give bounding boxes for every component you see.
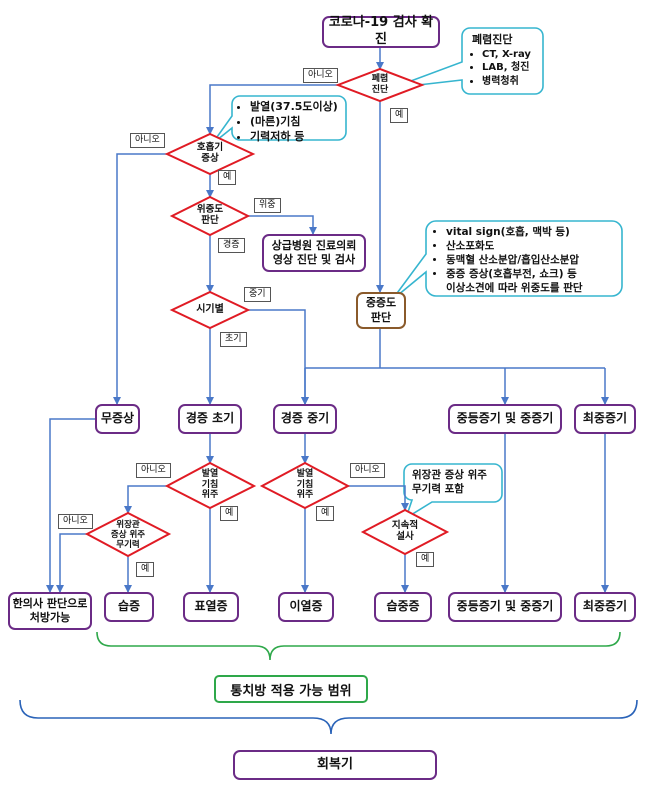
stage-asymptomatic: 무증상 [95, 404, 140, 434]
label-line: 증상 위주 [110, 530, 146, 541]
severity-diamond [169, 195, 251, 237]
symptom-callout-bubble [211, 95, 347, 145]
tag-mild: 경증 [218, 238, 245, 253]
respiratory-diamond-label: 호흡기 증상 [183, 142, 237, 164]
symptom-item: 기력저하 등 [250, 129, 338, 144]
timing-diamond [169, 290, 251, 330]
diarrhea-diamond-label: 지속적 설사 [383, 520, 427, 542]
symptom-callout: 발열(37.5도이상) (마른)기침 기력저하 등 [236, 99, 338, 145]
gi-diamond [84, 511, 172, 558]
tag-early: 초기 [220, 332, 247, 347]
gi-callout-bubble [403, 463, 503, 520]
label-line: 기침 [296, 479, 314, 490]
start-box: 코로나-19 검사 확진 [322, 15, 440, 48]
gi-callout: 위장관 증상 위주 무기력 포함 [412, 468, 487, 496]
outcome-line: 처방가능 [29, 611, 71, 624]
fever-left-diamond-label: 발열 기침 위주 [190, 469, 230, 501]
label-line: 폐렴 [371, 74, 389, 84]
severity-item: 동맥혈 산소분압/흡입산소분압 [446, 254, 583, 268]
severity-note: 이상소견에 따라 위중도를 판단 [446, 281, 583, 294]
severity-callout-bubble [391, 220, 623, 301]
outcome-interior-heat: 이열증 [278, 592, 334, 622]
fever-mid-diamond-label: 발열 기침 위주 [285, 469, 325, 501]
tag-no-pneumonia: 아니오 [303, 68, 338, 83]
label-line: 무기력 [116, 540, 140, 551]
tag-yes-pneumonia: 예 [390, 108, 409, 123]
severity-diamond-label: 위중도 판단 [186, 204, 234, 226]
symptom-item: 발열(37.5도이상) [250, 99, 338, 114]
pneumonia-callout-title: 폐렴진단 [472, 33, 513, 46]
stage-mild-mid: 경증 중기 [273, 404, 337, 434]
pneumonia-diamond [335, 67, 425, 103]
label-line: 증상 [201, 153, 219, 165]
label-line: 호흡기 [196, 142, 224, 153]
timing-diamond-label: 시기별 [196, 304, 224, 315]
fever-mid-diamond [259, 461, 351, 510]
scope-brace [96, 631, 621, 661]
severity-box-line: 판단 [370, 310, 392, 324]
outcome-line: 한의사 판단으로 [12, 596, 88, 610]
pneumonia-diamond-label: 폐렴 진단 [357, 74, 403, 95]
label-line: 위중도 [196, 204, 224, 215]
pneumonia-callout: 폐렴진단 CT, X-ray LAB, 청진 병력청취 [468, 33, 531, 88]
recovery-brace [19, 699, 638, 735]
tag-no-fever-left: 아니오 [136, 463, 171, 478]
symptom-item: (마른)기침 [250, 114, 338, 129]
outcome-damp: 습증 [104, 592, 154, 622]
gi-diamond-label: 위장관 증상 위주 무기력 [98, 520, 158, 550]
tag-yes-gi: 예 [136, 562, 155, 577]
referral-line: 상급병원 진료의뢰 [271, 238, 357, 252]
recovery-box: 회복기 [233, 750, 437, 780]
stage-mild-early: 경증 초기 [178, 404, 242, 434]
severity-callout: vital sign(호흡, 맥박 등) 산소포화도 동맥혈 산소분압/흡입산소… [432, 226, 583, 296]
tag-no-resp: 아니오 [130, 133, 165, 148]
tag-yes-fever-mid: 예 [316, 506, 335, 521]
tag-no-gi: 아니오 [58, 514, 93, 529]
pneumonia-callout-bubble [391, 27, 544, 95]
label-line: 위장관 [116, 520, 140, 530]
pneumonia-callout-item: LAB, 청진 [482, 61, 531, 75]
outcome-critical: 최중증기 [574, 592, 636, 622]
respiratory-diamond [164, 132, 256, 176]
outcome-exterior-heat: 표열증 [183, 592, 239, 622]
tag-no-fever-mid: 아니오 [350, 463, 385, 478]
fever-left-diamond [164, 461, 257, 510]
label-line: 위주 [201, 490, 219, 501]
gi-callout-line: 무기력 포함 [412, 483, 464, 496]
label-line: 판단 [201, 215, 219, 227]
outcome-damp-heat: 습중증 [374, 592, 432, 622]
tag-yes-diarrhea: 예 [416, 552, 435, 567]
severity-item: 중증 증상(호흡부전, 쇼크) 등 [446, 268, 583, 282]
severity-item: 산소포화도 [446, 240, 583, 254]
outcome-herbal: 한의사 판단으로 처방가능 [8, 592, 92, 630]
stage-critical: 최중증기 [574, 404, 636, 434]
pneumonia-callout-item: 병력청취 [482, 75, 531, 89]
severity-box: 중증도 판단 [356, 292, 406, 329]
label-line: 위주 [296, 490, 314, 501]
tag-yes-fever-left: 예 [220, 506, 239, 521]
label-line: 진단 [371, 84, 389, 95]
tag-mid: 중기 [244, 287, 271, 302]
diarrhea-diamond [360, 508, 450, 556]
pneumonia-callout-item: CT, X-ray [482, 48, 531, 62]
severity-box-line: 중증도 [365, 296, 397, 310]
gi-callout-line: 위장관 증상 위주 [412, 469, 487, 481]
label-line: 설사 [396, 531, 414, 543]
label-line: 발열 [201, 469, 219, 479]
label-line: 지속적 [391, 520, 419, 531]
scope-label: 통치방 적용 가능 범위 [214, 675, 368, 703]
tag-severe: 위중 [254, 198, 281, 213]
severity-item: vital sign(호흡, 맥박 등) [446, 226, 583, 240]
stage-moderate: 중등증기 및 중증기 [448, 404, 562, 434]
referral-box: 상급병원 진료의뢰 영상 진단 및 검사 [262, 234, 366, 272]
referral-line: 영상 진단 및 검사 [272, 253, 356, 266]
outcome-moderate: 중등증기 및 중증기 [448, 592, 562, 622]
label-line: 발열 [296, 469, 314, 479]
label-line: 기침 [201, 479, 219, 490]
tag-yes-resp: 예 [218, 170, 237, 185]
